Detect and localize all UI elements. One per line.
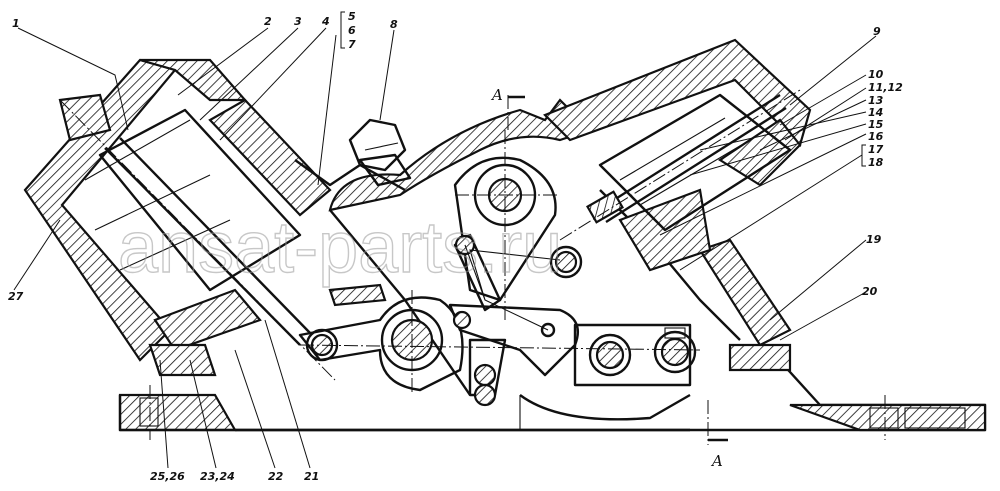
bracket-17-18 — [861, 144, 866, 167]
callout-22: 22 — [268, 470, 284, 483]
upper-lever — [453, 130, 583, 320]
base-plate — [118, 349, 987, 440]
callout-17: 17 — [868, 143, 884, 156]
right-cylinder — [543, 38, 812, 272]
top-plug — [348, 118, 412, 187]
bracket-5-7 — [340, 11, 345, 49]
section-line-a: A A — [490, 86, 728, 470]
callout-11-12: 11,12 — [868, 81, 903, 94]
callout-23-24: 23,24 — [200, 470, 235, 483]
callout-13: 13 — [868, 94, 884, 107]
callout-21: 21 — [304, 470, 319, 483]
left-cylinder — [23, 58, 336, 381]
callout-9: 9 — [873, 25, 881, 38]
callout-5: 5 — [348, 10, 356, 23]
callout-10: 10 — [868, 68, 884, 81]
callout-14: 14 — [868, 106, 883, 119]
watermark: ansat-parts.ru — [118, 208, 562, 288]
section-mark-bottom: A — [710, 452, 723, 470]
callout-8: 8 — [390, 18, 398, 31]
callout-2: 2 — [264, 15, 272, 28]
leader-lines — [13, 27, 877, 469]
linkage — [298, 233, 701, 407]
callout-19: 19 — [866, 233, 882, 246]
callout-15: 15 — [868, 118, 884, 131]
callout-27: 27 — [8, 290, 24, 303]
callout-7: 7 — [348, 38, 356, 51]
callout-16: 16 — [868, 130, 884, 143]
callout-6: 6 — [348, 24, 356, 37]
callout-3: 3 — [294, 15, 302, 28]
callout-25-26: 25,26 — [150, 470, 185, 483]
callout-18: 18 — [868, 156, 884, 169]
callout-labels: 1 2 3 4 5 6 7 8 9 10 11,12 13 14 15 16 1… — [8, 10, 903, 483]
callout-20: 20 — [862, 285, 878, 298]
callout-4: 4 — [321, 15, 330, 28]
callout-1: 1 — [12, 17, 20, 30]
section-mark-top: A — [490, 86, 503, 104]
